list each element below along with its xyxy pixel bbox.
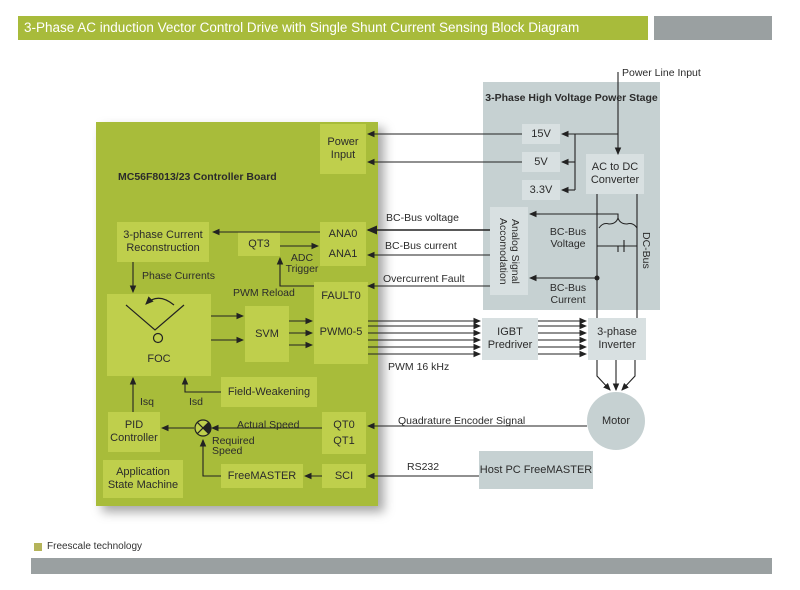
bc-bus-voltage-signal-label: BC-Bus voltage bbox=[386, 212, 459, 224]
pwm-reload-label: PWM Reload bbox=[233, 287, 295, 299]
igbt-predriver-block: IGBT Predriver bbox=[482, 318, 538, 360]
5v-block: 5V bbox=[522, 152, 560, 172]
legend: Freescale technology bbox=[34, 541, 142, 552]
fault0-label: FAULT0 bbox=[321, 290, 361, 302]
pwm-frequency-label: PWM 16 kHz bbox=[388, 361, 450, 373]
isq-label: Isq bbox=[140, 396, 155, 408]
power-input-block: Power Input bbox=[320, 124, 366, 174]
ana-block: ANA0 ANA1 bbox=[320, 222, 366, 266]
ana0-label: ANA0 bbox=[328, 227, 358, 240]
legend-swatch bbox=[34, 542, 42, 551]
isd-label: Isd bbox=[189, 396, 204, 408]
required-speed-label: Required Speed bbox=[212, 435, 255, 457]
qt0-label: QT0 bbox=[333, 418, 355, 431]
current-reconstruction-block: 3-phase Current Reconstruction bbox=[117, 222, 209, 262]
application-state-machine-block: Application State Machine bbox=[103, 460, 183, 498]
bc-bus-current-stage-label: BC-Bus Current bbox=[549, 282, 587, 306]
qt1-label: QT1 bbox=[333, 434, 355, 447]
title-accent-bar bbox=[654, 16, 772, 40]
motor-label: Motor bbox=[601, 415, 631, 427]
pid-controller-block: PID Controller bbox=[108, 412, 160, 452]
pwm-label: PWM0-5 bbox=[319, 326, 363, 338]
foc-label: FOC bbox=[147, 353, 171, 365]
footer-bar bbox=[31, 558, 772, 574]
freemaster-block: FreeMASTER bbox=[221, 464, 303, 488]
motor: Motor bbox=[587, 392, 645, 450]
ac-dc-converter-block: AC to DC Converter bbox=[586, 154, 644, 194]
bc-bus-voltage-stage-label: BC-Bus Voltage bbox=[549, 226, 587, 250]
host-pc-freemaster-block: Host PC FreeMASTER bbox=[479, 451, 593, 489]
legend-label: Freescale technology bbox=[47, 541, 143, 552]
inverter-block: 3-phase Inverter bbox=[588, 318, 646, 360]
ana1-label: ANA1 bbox=[328, 247, 358, 260]
power-line-input-label: Power Line Input bbox=[622, 67, 701, 79]
dc-bus-label: DC-Bus bbox=[640, 232, 652, 269]
overcurrent-fault-label: Overcurrent Fault bbox=[383, 273, 465, 285]
quadrature-encoder-label: Quadrature Encoder Signal bbox=[398, 415, 526, 427]
bc-bus-current-signal-label: BC-Bus current bbox=[385, 240, 457, 252]
pwm-module-block: FAULT0 PWM0-5 bbox=[314, 282, 368, 364]
qt0-qt1-block: QT0 QT1 bbox=[322, 412, 366, 454]
analog-signal-accomodation-block: Analog Signal Accomodation bbox=[490, 207, 528, 295]
analog-signal-label: Analog Signal Accomodation bbox=[497, 217, 521, 285]
rs232-label: RS232 bbox=[407, 461, 440, 473]
sci-block: SCI bbox=[322, 464, 366, 488]
qt3-block: QT3 bbox=[238, 232, 280, 256]
controller-board-title: MC56F8013/23 Controller Board bbox=[118, 171, 277, 183]
svm-block: SVM bbox=[245, 306, 289, 362]
phase-currents-label: Phase Currents bbox=[142, 270, 215, 282]
field-weakening-block: Field-Weakening bbox=[221, 377, 317, 407]
power-stage-title: 3-Phase High Voltage Power Stage bbox=[485, 92, 658, 104]
3v3-block: 3.3V bbox=[522, 180, 560, 200]
adc-trigger-label: ADC Trigger bbox=[285, 252, 319, 275]
summing-junction-icon bbox=[194, 419, 212, 437]
foc-rotation-icon bbox=[125, 296, 185, 344]
diagram-title: 3-Phase AC induction Vector Control Driv… bbox=[18, 16, 648, 40]
brace bbox=[598, 216, 638, 229]
15v-block: 15V bbox=[522, 124, 560, 144]
